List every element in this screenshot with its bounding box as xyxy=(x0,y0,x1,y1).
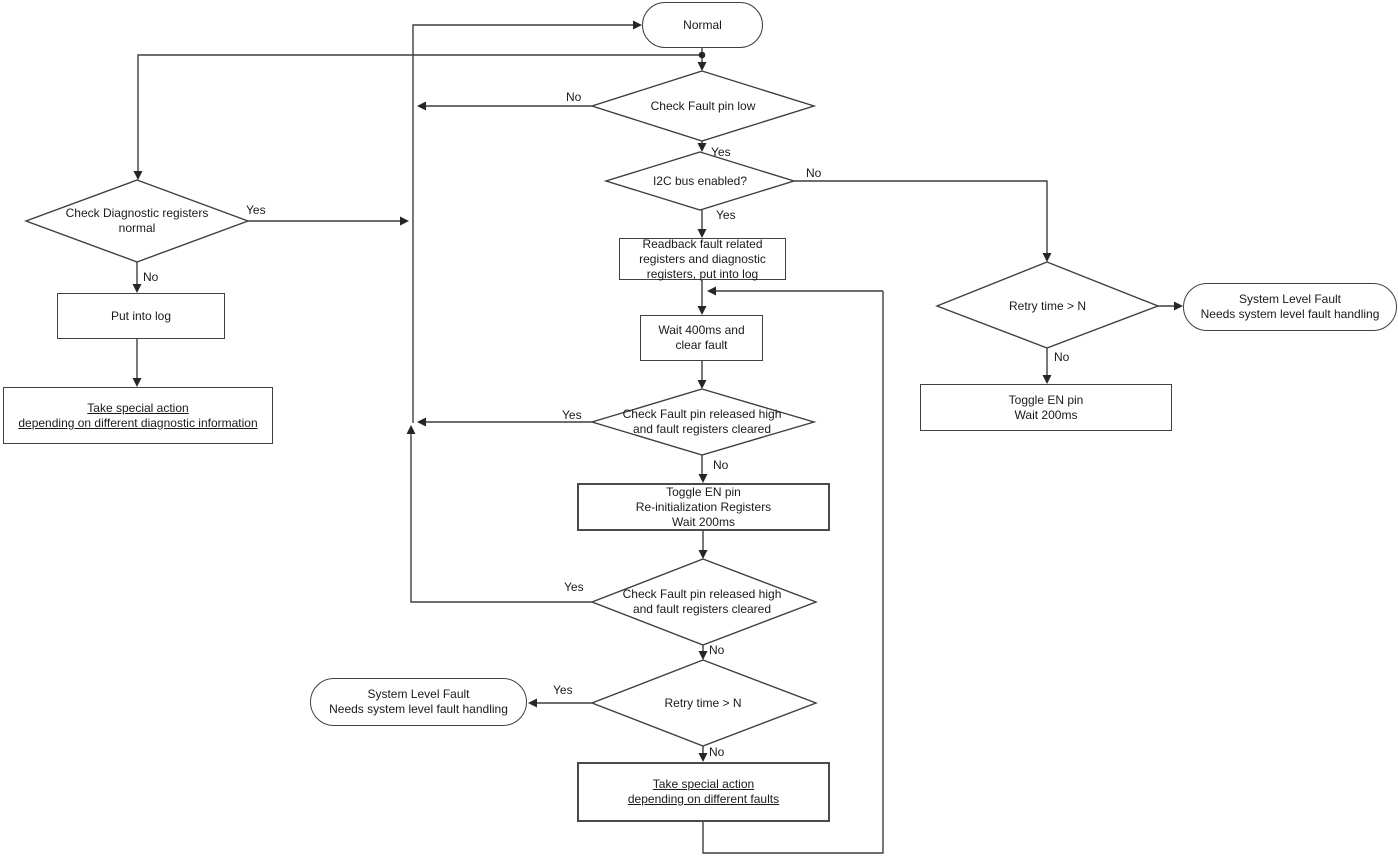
decision-i2c-bus-enabled xyxy=(603,151,797,211)
edge-label-check2-no: No xyxy=(709,643,725,657)
edge-label-check-fault-yes: Yes xyxy=(711,145,731,159)
decision-retry-time-center xyxy=(590,659,818,747)
process-toggle-en-reinit: Toggle EN pin Re-initialization Register… xyxy=(577,483,830,531)
arrowhead-into-wait xyxy=(697,306,707,315)
process-wait-400ms: Wait 400ms and clear fault xyxy=(640,315,763,361)
arrowheads xyxy=(132,20,1183,762)
arrowhead-into-toggle xyxy=(698,474,708,483)
decision-retry-time-right xyxy=(935,261,1160,349)
arrowhead-check-fault-no xyxy=(417,101,426,111)
process-take-action-faults-label: Take special action depending on differe… xyxy=(627,777,780,806)
junction-dot xyxy=(698,51,706,59)
arrowhead-into-system-right xyxy=(1174,301,1183,311)
arrowhead-check1-yes xyxy=(417,417,426,427)
arrowhead-into-check-diagnostic xyxy=(133,171,143,180)
edge-label-diagnostic-no: No xyxy=(143,270,159,284)
terminator-system-fault-left: System Level Fault Needs system level fa… xyxy=(310,678,527,726)
edge-label-check1-yes: Yes xyxy=(562,408,582,422)
edge-label-i2c-no: No xyxy=(806,166,822,180)
terminator-system-fault-left-label: System Level Fault Needs system level fa… xyxy=(329,687,508,716)
edge-check2-yes xyxy=(410,428,592,603)
arrowhead-into-check-fault xyxy=(697,62,707,71)
decision-check-fault-released-2-label: Check Fault pin released high and fault … xyxy=(622,587,782,616)
edge-label-retry-right-no: No xyxy=(1054,350,1070,364)
decision-check-fault-pin-low xyxy=(589,70,817,142)
decision-check-diagnostic xyxy=(23,179,251,263)
process-put-into-log: Put into log xyxy=(57,293,225,339)
arrowhead-check2-yes xyxy=(406,425,416,434)
decision-check-fault-released-1-label: Check Fault pin released high and fault … xyxy=(622,407,782,436)
edge-label-check-fault-no: No xyxy=(566,90,582,104)
decision-retry-time-right-label: Retry time > N xyxy=(1008,299,1086,313)
edge-return-to-normal xyxy=(412,24,633,423)
process-readback-registers-label: Readback fault related registers and dia… xyxy=(639,236,766,281)
process-toggle-en-reinit-label: Toggle EN pin Re-initialization Register… xyxy=(635,484,772,529)
arrowhead-diagnostic-yes xyxy=(400,216,409,226)
edge-label-retry-yes: Yes xyxy=(553,683,573,697)
process-put-into-log-label: Put into log xyxy=(110,308,172,323)
arrowhead-into-normal xyxy=(633,20,642,30)
terminator-system-fault-right-label: System Level Fault Needs system level fa… xyxy=(1200,292,1380,321)
edge-take-action-feedback xyxy=(702,291,884,854)
edge-label-diagnostic-yes: Yes xyxy=(246,203,266,217)
arrowhead-into-take-action xyxy=(698,753,708,762)
edge-label-i2c-yes: Yes xyxy=(716,208,736,222)
arrowhead-into-putlog xyxy=(132,284,142,293)
process-take-action-faults: Take special action depending on differe… xyxy=(577,762,830,822)
edge-label-retry-no: No xyxy=(709,745,725,759)
arrowhead-into-i2c xyxy=(697,143,707,152)
arrowhead-into-toggle-right xyxy=(1042,375,1052,384)
arrowhead-into-check2 xyxy=(698,550,708,559)
edge-i2c-no xyxy=(794,180,1048,259)
process-wait-400ms-label: Wait 400ms and clear fault xyxy=(658,323,745,352)
terminator-normal: Normal xyxy=(642,2,763,48)
decision-i2c-bus-enabled-label: I2C bus enabled? xyxy=(652,174,748,188)
decision-shapes xyxy=(23,70,1160,747)
decision-check-fault-pin-low-label: Check Fault pin low xyxy=(650,99,756,113)
edge-label-check1-no: No xyxy=(713,458,729,472)
arrowhead-into-check1 xyxy=(697,380,707,389)
arrowhead-into-action-diag xyxy=(132,378,142,387)
process-toggle-en-wait: Toggle EN pin Wait 200ms xyxy=(920,384,1172,431)
terminator-system-fault-right: System Level Fault Needs system level fa… xyxy=(1183,283,1397,331)
edge-normal-branch-to-check-diagnostic xyxy=(137,54,702,176)
decision-retry-time-center-label: Retry time > N xyxy=(664,696,742,710)
arrowhead-into-retry-right xyxy=(1042,253,1052,262)
decision-check-fault-released-2 xyxy=(590,558,818,646)
decision-check-diagnostic-label: Check Diagnostic registers normal xyxy=(65,206,209,235)
edge-label-check2-yes: Yes xyxy=(564,580,584,594)
connectors xyxy=(136,24,1180,854)
arrowhead-feedback xyxy=(707,286,716,296)
terminator-normal-label: Normal xyxy=(683,17,722,32)
process-take-action-diagnostic: Take special action depending on differe… xyxy=(3,387,273,444)
decision-check-fault-released-1 xyxy=(589,388,817,456)
arrowhead-into-readback xyxy=(697,229,707,238)
arrowhead-retry-yes xyxy=(528,698,537,708)
arrowhead-into-retry xyxy=(698,651,708,660)
process-readback-registers: Readback fault related registers and dia… xyxy=(619,236,786,281)
process-take-action-diagnostic-label: Take special action depending on differe… xyxy=(18,400,258,430)
process-toggle-en-wait-label: Toggle EN pin Wait 200ms xyxy=(1008,392,1084,422)
